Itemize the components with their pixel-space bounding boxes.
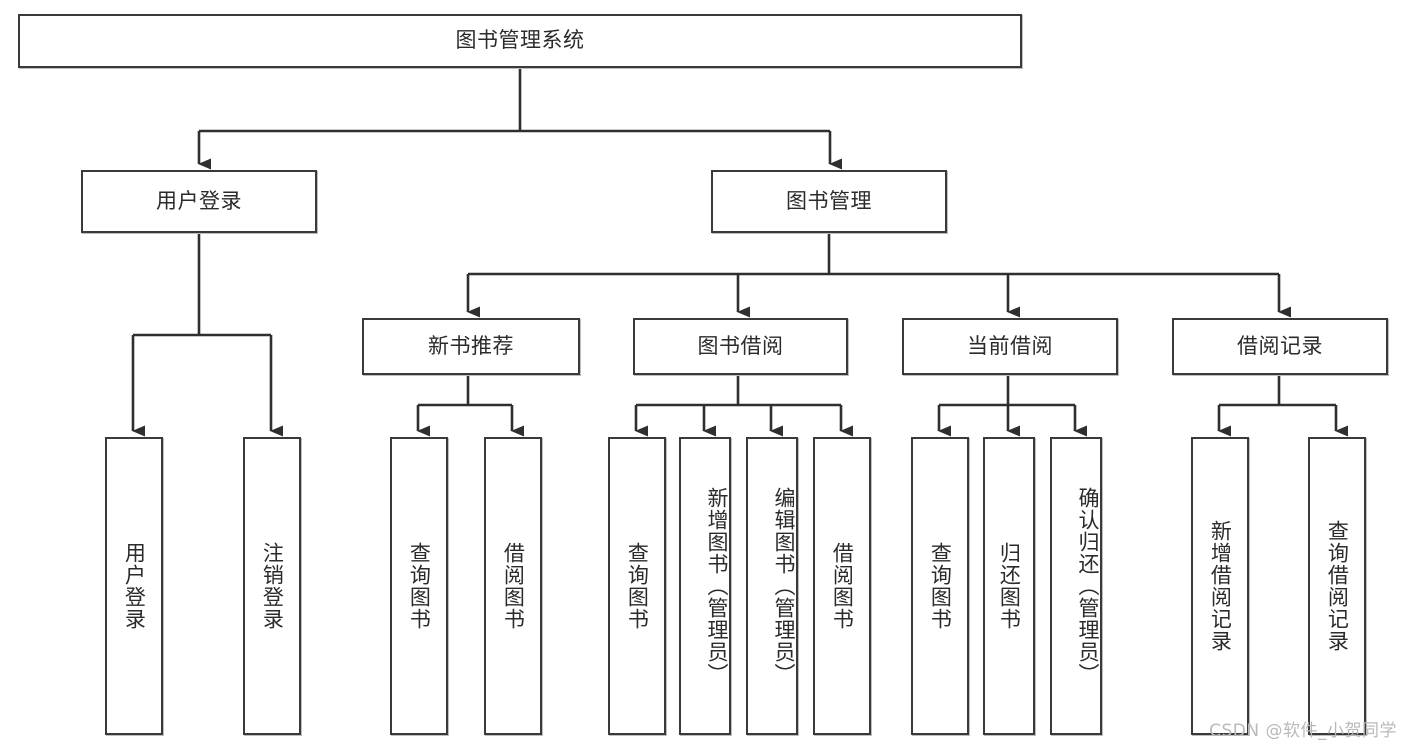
- leaf-edit-book-admin-label: 编辑图书（管理员）: [772, 487, 796, 685]
- leaf-borrow-book[interactable]: 借阅图书: [813, 437, 871, 735]
- leaf-user-login[interactable]: 用户登录: [105, 437, 163, 735]
- leaf-add-borrow-record[interactable]: 新增借阅记录: [1191, 437, 1249, 735]
- leaf-query-book-current-label: 查询图书: [928, 542, 953, 630]
- node-borrow-records-label: 借阅记录: [1237, 333, 1323, 358]
- node-root[interactable]: 图书管理系统: [18, 14, 1022, 68]
- leaf-query-borrow-record-label: 查询借阅记录: [1325, 520, 1350, 652]
- leaf-user-login-label: 用户登录: [122, 542, 147, 630]
- node-root-label: 图书管理系统: [455, 28, 585, 53]
- node-user-login[interactable]: 用户登录: [81, 170, 317, 233]
- node-new-book-recommend-label: 新书推荐: [428, 333, 514, 358]
- node-book-management[interactable]: 图书管理: [711, 170, 947, 233]
- leaf-borrow-book-label: 借阅图书: [830, 542, 855, 630]
- leaf-borrow-book-recommend[interactable]: 借阅图书: [484, 437, 542, 735]
- leaf-return-book-label: 归还图书: [997, 542, 1022, 630]
- leaf-confirm-return-admin[interactable]: 确认归还（管理员）: [1050, 437, 1102, 735]
- leaf-query-book-borrow-label: 查询图书: [625, 542, 650, 630]
- node-current-borrow-label: 当前借阅: [967, 333, 1053, 358]
- leaf-query-book-borrow[interactable]: 查询图书: [608, 437, 666, 735]
- leaf-add-borrow-record-label: 新增借阅记录: [1208, 520, 1233, 652]
- node-current-borrow[interactable]: 当前借阅: [902, 318, 1118, 375]
- node-user-login-label: 用户登录: [156, 188, 242, 213]
- node-borrow-records[interactable]: 借阅记录: [1172, 318, 1388, 375]
- node-book-borrow[interactable]: 图书借阅: [633, 318, 848, 375]
- node-book-borrow-label: 图书借阅: [697, 333, 784, 358]
- leaf-borrow-book-recommend-label: 借阅图书: [501, 542, 526, 630]
- leaf-logout[interactable]: 注销登录: [243, 437, 301, 735]
- node-book-management-label: 图书管理: [786, 188, 872, 213]
- leaf-logout-label: 注销登录: [260, 542, 285, 630]
- leaf-edit-book-admin[interactable]: 编辑图书（管理员）: [746, 437, 798, 735]
- leaf-return-book[interactable]: 归还图书: [983, 437, 1035, 735]
- leaf-query-book-recommend[interactable]: 查询图书: [390, 437, 448, 735]
- leaf-query-borrow-record[interactable]: 查询借阅记录: [1308, 437, 1366, 735]
- node-new-book-recommend[interactable]: 新书推荐: [362, 318, 580, 375]
- leaf-add-book-admin-label: 新增图书（管理员）: [705, 487, 729, 685]
- leaf-query-book-current[interactable]: 查询图书: [911, 437, 969, 735]
- leaf-query-book-recommend-label: 查询图书: [407, 542, 432, 630]
- leaf-add-book-admin[interactable]: 新增图书（管理员）: [679, 437, 731, 735]
- leaf-confirm-return-admin-label: 确认归还（管理员）: [1076, 487, 1100, 685]
